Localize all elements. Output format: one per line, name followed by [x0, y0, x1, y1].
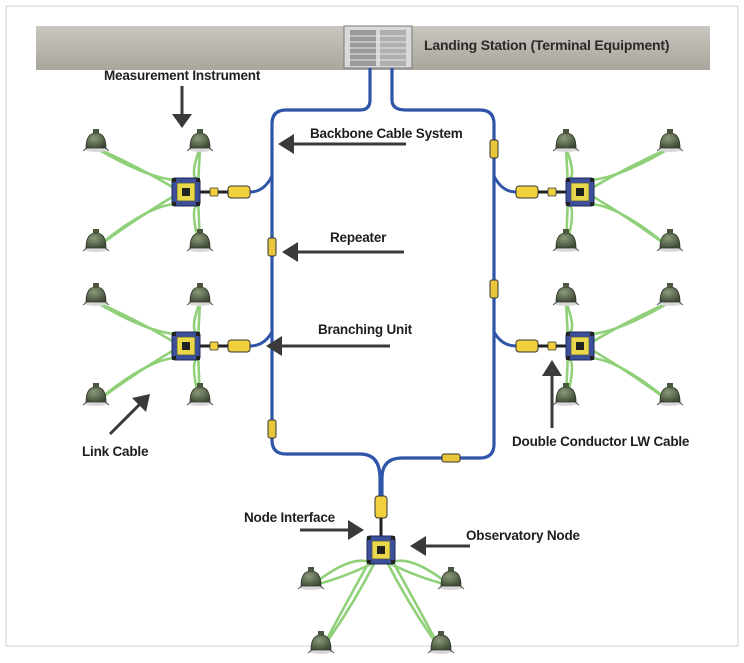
repeater — [267, 419, 277, 439]
arrow-repeater — [282, 242, 404, 262]
landing-station-building — [343, 25, 413, 69]
observatory-node-layer — [82, 129, 684, 654]
measurement-instrument-icon — [82, 129, 110, 152]
link-cable — [319, 561, 371, 651]
link-cable — [391, 561, 443, 651]
observatory-node — [565, 331, 595, 361]
repeater — [489, 139, 499, 159]
measurement-instrument-icon — [186, 229, 214, 252]
observatory-node — [171, 177, 201, 207]
measurement-instrument-icon — [82, 229, 110, 252]
measurement-instrument-icon — [552, 383, 580, 406]
branching-unit-label: Branching Unit — [318, 322, 413, 337]
arrow-observatory-node — [410, 536, 470, 556]
measurement-instrument-icon — [186, 383, 214, 406]
landing-station-label: Landing Station (Terminal Equipment) — [424, 37, 669, 53]
measurement-instrument-icon — [552, 283, 580, 306]
repeater-group — [267, 139, 499, 463]
observatory-node — [366, 535, 396, 565]
branch-stubs — [249, 175, 517, 348]
repeater — [489, 279, 499, 299]
measurement-instrument-icon — [186, 283, 214, 306]
arrow-double-conductor — [542, 360, 562, 428]
observatory-node-label: Observatory Node — [466, 528, 581, 543]
branching-unit — [227, 185, 251, 199]
measurement-instrument-icon — [82, 383, 110, 406]
double-conductor-label: Double Conductor LW Cable — [512, 434, 690, 449]
arrow-link-cable — [108, 394, 150, 436]
observatory-node — [171, 331, 201, 361]
measurement-instrument-icon — [656, 129, 684, 152]
branching-unit — [227, 339, 251, 353]
node-interface-label: Node Interface — [244, 510, 336, 525]
measurement-instrument-icon — [552, 129, 580, 152]
branching-unit — [515, 185, 539, 199]
link-cable — [591, 146, 671, 190]
measurement-instrument-label: Measurement Instrument — [104, 68, 261, 83]
backbone-cable-label: Backbone Cable System — [310, 126, 463, 141]
measurement-instrument-icon — [552, 229, 580, 252]
link-cable — [95, 146, 175, 190]
measurement-instrument-icon — [82, 283, 110, 306]
measurement-instrument-icon — [656, 283, 684, 306]
link-cable — [591, 300, 671, 344]
lw-cable-joints — [209, 187, 557, 351]
measurement-instrument-icon — [297, 567, 325, 590]
annotation-arrows — [108, 86, 562, 556]
arrow-branching-unit — [266, 336, 390, 356]
measurement-instrument-icon — [656, 383, 684, 406]
measurement-instrument-icon — [427, 631, 455, 654]
observatory-node — [565, 177, 595, 207]
branching-unit — [515, 339, 539, 353]
repeater — [267, 237, 277, 257]
branching-unit — [374, 495, 388, 519]
link-cable — [95, 300, 175, 344]
repeater-label: Repeater — [330, 230, 387, 245]
measurement-instrument-icon — [186, 129, 214, 152]
measurement-instrument-icon — [437, 567, 465, 590]
measurement-instrument-icon — [307, 631, 335, 654]
repeater — [441, 453, 461, 463]
arrow-backbone-cable — [278, 134, 406, 154]
measurement-instrument-icon — [656, 229, 684, 252]
branching-unit-group — [227, 185, 539, 519]
arrow-measurement-instrument — [172, 86, 192, 128]
arrow-node-interface — [300, 520, 364, 540]
link-cable-label: Link Cable — [82, 444, 149, 459]
